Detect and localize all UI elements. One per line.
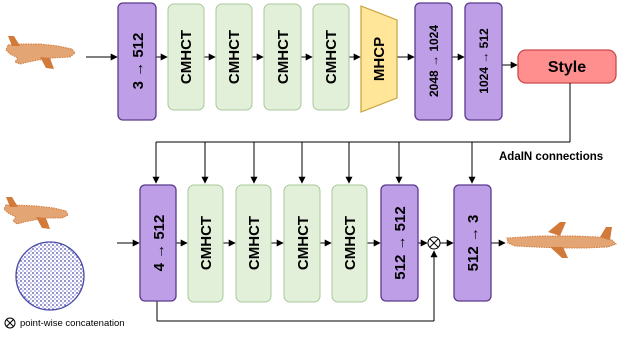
decoder-output-layer: 512 → 3 — [453, 184, 492, 302]
svg-text:3 → 512: 3 → 512 — [130, 33, 147, 90]
svg-text:512 → 512: 512 → 512 — [392, 206, 409, 279]
output-airplane-point-cloud — [506, 222, 617, 258]
style-vector: Style — [517, 49, 617, 84]
decoder-mid-layer: 512 → 512 — [380, 184, 419, 302]
svg-text:CMHCT: CMHCT — [246, 216, 263, 270]
svg-text:CMHCT: CMHCT — [178, 30, 195, 84]
adain-connections — [152, 83, 571, 184]
svg-text:CMHCT: CMHCT — [295, 216, 312, 270]
encoder-cmhct-block: CMHCT — [167, 3, 205, 111]
encoder-cmhct-block: CMHCT — [312, 3, 350, 111]
decoder-input-airplane-point-cloud — [3, 197, 69, 229]
decoder-cmhct-block: CMHCT — [283, 184, 321, 303]
encoder-cmhct-block: CMHCT — [215, 3, 253, 111]
concat-legend-icon — [4, 317, 16, 329]
svg-text:Style: Style — [548, 59, 586, 76]
svg-text:CMHCT: CMHCT — [226, 30, 243, 84]
decoder-input-layer: 4 → 512 — [139, 184, 177, 302]
concatenation-node — [427, 236, 441, 250]
svg-text:CMHCT: CMHCT — [275, 30, 292, 84]
encoder-input-layer: 3 → 512 — [117, 2, 157, 121]
noise-sphere-point-cloud — [15, 241, 85, 311]
svg-text:1024 → 512: 1024 → 512 — [477, 28, 491, 94]
skip-connection — [156, 250, 438, 322]
adain-label: AdaIN connections — [499, 151, 603, 163]
svg-text:CMHCT: CMHCT — [198, 216, 215, 270]
svg-text:MHCP: MHCP — [371, 37, 388, 81]
decoder-cmhct-block: CMHCT — [187, 184, 224, 303]
legend: point-wise concatenation — [4, 317, 125, 329]
encoder-fc-layer-2: 1024 → 512 — [464, 2, 503, 121]
svg-text:CMHCT: CMHCT — [323, 30, 340, 84]
decoder-cmhct-block: CMHCT — [331, 184, 368, 303]
legend-text: point-wise concatenation — [20, 318, 125, 329]
svg-text:CMHCT: CMHCT — [342, 216, 359, 270]
encoder-fc-layer-1: 2048 → 1024 — [414, 2, 453, 121]
encoder-mhcp-pool: MHCP — [360, 5, 398, 113]
svg-text:512 → 3: 512 → 3 — [465, 215, 482, 272]
encoder-cmhct-block: CMHCT — [263, 3, 302, 111]
svg-text:2048 → 1024: 2048 → 1024 — [427, 25, 441, 97]
svg-text:4 → 512: 4 → 512 — [151, 215, 168, 272]
input-airplane-point-cloud — [5, 36, 76, 69]
decoder-cmhct-block: CMHCT — [235, 184, 272, 303]
